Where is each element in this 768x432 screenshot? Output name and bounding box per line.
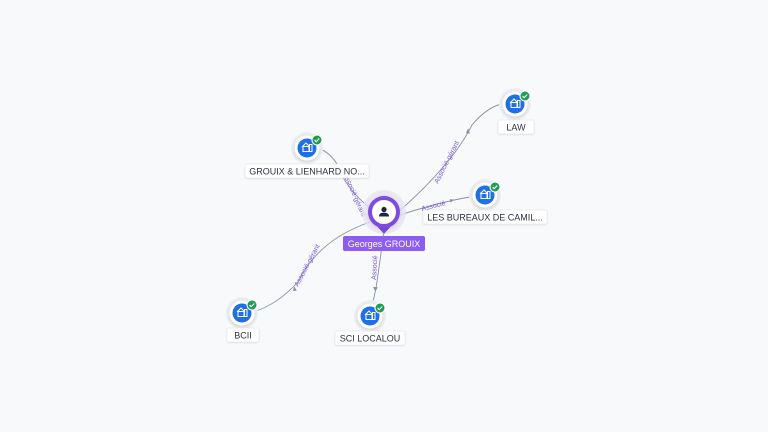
check-icon bbox=[246, 299, 258, 311]
company-label-grouix[interactable]: GROUIX & LIENHARD NO... bbox=[244, 163, 370, 179]
arrow-bcii bbox=[293, 286, 297, 291]
edge-law bbox=[395, 103, 504, 215]
building-icon bbox=[475, 185, 495, 205]
person-icon bbox=[379, 206, 389, 217]
company-node-localou[interactable] bbox=[354, 300, 386, 332]
check-icon bbox=[374, 302, 386, 314]
company-label-law[interactable]: LAW bbox=[497, 119, 535, 135]
edge-arrows bbox=[293, 128, 470, 292]
building-icon bbox=[232, 303, 252, 323]
edge-label-law: Associé-gérant bbox=[434, 140, 461, 185]
check-icon bbox=[519, 90, 531, 102]
company-label-text: SCI LOCALOU bbox=[340, 334, 401, 344]
check-icon bbox=[489, 181, 501, 193]
company-node-bcii[interactable] bbox=[226, 297, 258, 329]
center-label-text: Georges GROUIX bbox=[348, 239, 421, 249]
building-icon bbox=[360, 306, 380, 326]
arrow-bureaux bbox=[450, 199, 455, 203]
check-icon bbox=[311, 134, 323, 146]
company-node-law[interactable] bbox=[499, 88, 531, 120]
edge-label-localou: Associé bbox=[371, 255, 379, 280]
company-label-text: GROUIX & LIENHARD NO... bbox=[249, 167, 365, 177]
company-label-text: BCII bbox=[234, 331, 252, 341]
center-label[interactable]: Georges GROUIX bbox=[343, 236, 425, 251]
company-node-grouix[interactable] bbox=[291, 132, 323, 164]
arrow-law bbox=[466, 128, 470, 134]
company-label-text: LAW bbox=[506, 123, 526, 133]
company-label-text: LES BUREAUX DE CAMIL... bbox=[427, 213, 543, 223]
arrow-localou bbox=[373, 287, 378, 292]
building-icon bbox=[505, 94, 525, 114]
building-icon bbox=[297, 138, 317, 158]
edge-label-bcii: Associé-gérant bbox=[294, 243, 322, 288]
company-label-bureaux[interactable]: LES BUREAUX DE CAMIL... bbox=[422, 209, 548, 225]
person-node-center[interactable] bbox=[362, 190, 406, 234]
edge-bcii bbox=[247, 221, 371, 314]
company-label-bcii[interactable]: BCII bbox=[226, 327, 260, 343]
company-label-localou[interactable]: SCI LOCALOU bbox=[334, 330, 406, 346]
company-node-bureaux[interactable] bbox=[469, 179, 501, 211]
